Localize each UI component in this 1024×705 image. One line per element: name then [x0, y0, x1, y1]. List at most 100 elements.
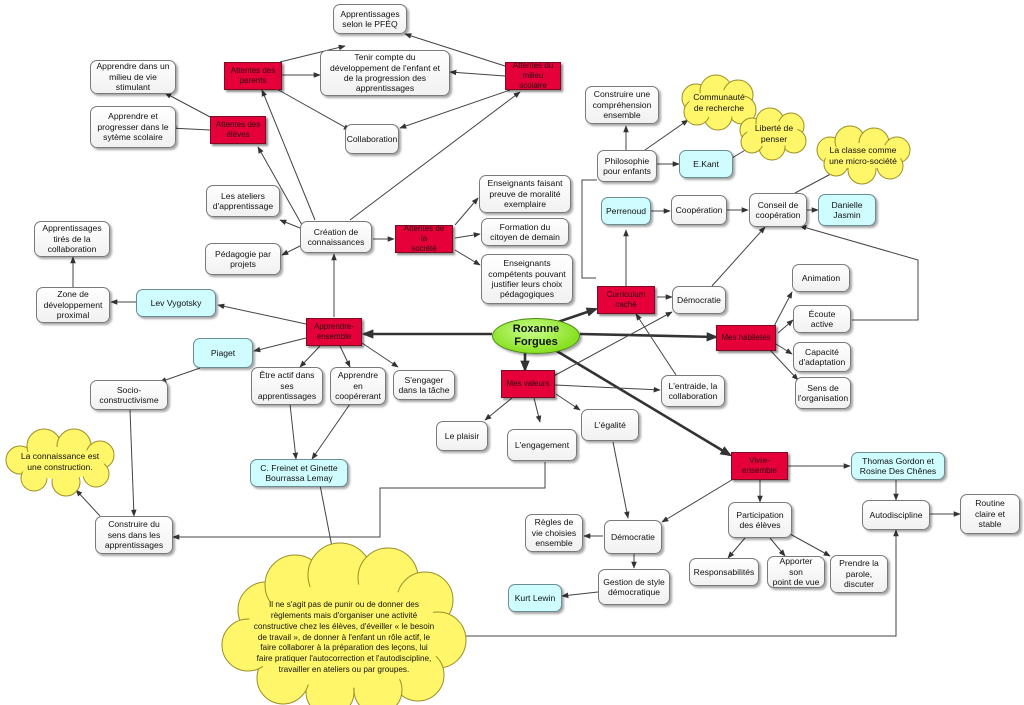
node-freinet[interactable]: C. Freinet et Ginette Bourrassa Lemay — [250, 459, 348, 487]
edge-creation-milieu — [349, 91, 521, 221]
node-collaboration[interactable]: Collaboration — [345, 124, 399, 154]
edge-apprendre-vygotsky — [217, 303, 307, 325]
edge-valeurs-plaisir — [484, 397, 513, 421]
node-actif[interactable]: Être actif dans ses apprentissages — [251, 367, 323, 405]
node-attentes-milieu[interactable]: Attentes du milieu scolaire — [505, 61, 561, 90]
node-formation-citoyen[interactable]: Formation du citoyen de demain — [481, 218, 569, 246]
cloud-communaute[interactable]: Communauté de recherche — [693, 91, 745, 113]
edge-vivre-democratie — [661, 477, 736, 523]
cloud-liberte[interactable]: Liberté de penser — [754, 122, 794, 144]
node-parole[interactable]: Prendre la parole, discuter — [830, 555, 888, 593]
node-pfeq[interactable]: Apprentissages selon le PFÉQ — [333, 4, 407, 34]
node-lewin[interactable]: Kurt Lewin — [508, 584, 562, 612]
node-egalite[interactable]: L'égalité — [581, 409, 639, 441]
node-comprehension[interactable]: Construire une compréhension ensemble — [585, 86, 659, 124]
edge-milieu-collab — [399, 89, 511, 129]
node-adaptation[interactable]: Capacité d'adaptation — [793, 342, 851, 372]
node-regles[interactable]: Règles de vie choisies ensemble — [525, 514, 583, 552]
node-piaget[interactable]: Piaget — [193, 338, 253, 368]
edge-habiletes-adaptation — [775, 343, 793, 355]
edge-valeurs-egalite — [555, 393, 581, 411]
edge-valeurs-engagement — [533, 397, 542, 423]
node-moralite[interactable]: Enseignants faisant preuve de moralité e… — [479, 175, 571, 213]
node-democratie-top[interactable]: Démocratie — [672, 286, 726, 314]
edge-eleves-milieu — [164, 92, 213, 119]
edge-apprendre-cooperant — [339, 345, 351, 368]
edge-creation-parents — [261, 89, 316, 221]
edge-apprendre-engager — [361, 342, 399, 368]
node-democratie-bottom[interactable]: Démocratie — [604, 520, 662, 554]
edge-engagement-construire — [172, 462, 546, 540]
node-engagement[interactable]: L'engagement — [507, 429, 577, 461]
node-pedagogie-projets[interactable]: Pédagogie par projets — [205, 243, 281, 275]
cloud-connaissance[interactable]: La connaissance est une construction. — [20, 450, 100, 472]
edge-root-habiletes — [579, 332, 719, 342]
node-gestion[interactable]: Gestion de style démocratique — [598, 569, 670, 605]
edge-piaget-socio — [159, 367, 201, 383]
cloud-classe-shape — [816, 125, 911, 185]
node-attentes-eleves[interactable]: Attentes des élèves — [210, 116, 266, 144]
node-perrenoud[interactable]: Perrenoud — [601, 197, 651, 225]
node-gordon[interactable]: Thomas Gordon et Rosine Des Chênes — [851, 452, 945, 480]
edge-habiletes-animation — [771, 291, 793, 331]
node-routine[interactable]: Routine claire et stable — [960, 494, 1020, 534]
node-kant[interactable]: E.Kant — [679, 150, 733, 178]
edge-apprendre-actif — [299, 345, 321, 368]
node-socio[interactable]: Socio- constructivisme — [90, 380, 168, 410]
node-autodiscipline[interactable]: Autodiscipline — [862, 500, 930, 530]
node-entraide[interactable]: L'entraide, la collaboration — [661, 375, 725, 407]
node-mes-habiletes[interactable]: Mes habiletés — [716, 325, 776, 351]
node-philosophie[interactable]: Philosophie pour enfants — [597, 150, 657, 182]
edge-construire-cloud — [75, 489, 101, 517]
edge-societe-competents — [454, 249, 481, 266]
node-enseignants-competents[interactable]: Enseignants compétents pouvant justifier… — [481, 254, 573, 304]
node-progresser[interactable]: Apprendre et progresser dans le sytème s… — [90, 106, 176, 148]
node-engager[interactable]: S'engager dans la tâche — [393, 370, 455, 400]
node-construire-sens[interactable]: Construire du sens dans les apprentissag… — [95, 516, 173, 554]
edge-democratie-conseil — [711, 226, 766, 287]
node-creation[interactable]: Création de connaissances — [300, 221, 372, 253]
edge-milieu-pfeq — [404, 33, 506, 67]
node-vivre-ensemble[interactable]: Vivre- ensemble — [731, 452, 788, 480]
cloud-liberte-shape — [739, 107, 807, 161]
cloud-connaissance-shape — [5, 428, 115, 497]
edge-creation-ateliers — [279, 219, 301, 229]
node-tenir-compte[interactable]: Tenir compte du développement de l'enfan… — [320, 50, 450, 96]
edge-actif-freinet — [289, 403, 299, 460]
node-vygotsky[interactable]: Lev Vygotsky — [136, 289, 216, 317]
node-plaisir[interactable]: Le plaisir — [436, 421, 488, 451]
edge-curriculum-loop — [581, 179, 597, 279]
node-point-vue[interactable]: Apporter son point de vue — [767, 556, 825, 588]
node-cooperation[interactable]: Coopération — [671, 195, 727, 225]
node-jasmin[interactable]: Danielle Jasmin — [818, 194, 876, 226]
node-conseil[interactable]: Conseil de coopération — [749, 193, 807, 227]
node-animation[interactable]: Animation — [792, 264, 850, 292]
edge-eleves-progresser — [169, 125, 211, 132]
node-participation[interactable]: Participation des élèves — [728, 502, 792, 538]
node-zone-dev[interactable]: Zone de développement proximal — [36, 287, 110, 323]
node-milieu-vie[interactable]: Apprendre dans un milieu de vie stimulan… — [90, 60, 176, 94]
cloud-quote-shape — [221, 542, 467, 705]
edge-philosophie-communaute — [644, 119, 689, 151]
edge-participation-responsabilites — [727, 537, 746, 559]
node-curriculum[interactable]: Curriculum caché — [597, 286, 655, 314]
node-ecoute[interactable]: Écoute active — [793, 305, 851, 333]
node-apprendre-ensemble[interactable]: Apprendre- ensemble — [306, 318, 362, 346]
node-ateliers[interactable]: Les ateliers d'apprentissage — [206, 185, 280, 217]
edge-societe-formation — [454, 232, 481, 239]
node-apprentissages-collab[interactable]: Apprentissages tirés de la collaboration — [34, 221, 110, 257]
node-responsabilites[interactable]: Responsabilités — [689, 558, 759, 586]
node-cooperant[interactable]: Apprendre en coopérerant — [330, 367, 386, 405]
node-mes-valeurs[interactable]: Mes valeurs — [501, 370, 555, 398]
root-node[interactable]: Roxanne Forgues — [492, 318, 580, 354]
cloud-classe[interactable]: La classe comme une micro-société — [829, 144, 897, 166]
node-attentes-parents[interactable]: Attentes des parents — [224, 62, 282, 90]
node-attentes-societe[interactable]: Attentes de la société — [395, 224, 453, 253]
edge-habiletes-ecoute — [777, 319, 794, 334]
edge-root-vivre — [549, 345, 733, 457]
node-organisation[interactable]: Sens de l'organisation — [795, 377, 851, 409]
cloud-quote[interactable]: Il ne s'agit pas de punir ou de donner d… — [253, 600, 435, 675]
edge-participation-point — [769, 537, 786, 557]
